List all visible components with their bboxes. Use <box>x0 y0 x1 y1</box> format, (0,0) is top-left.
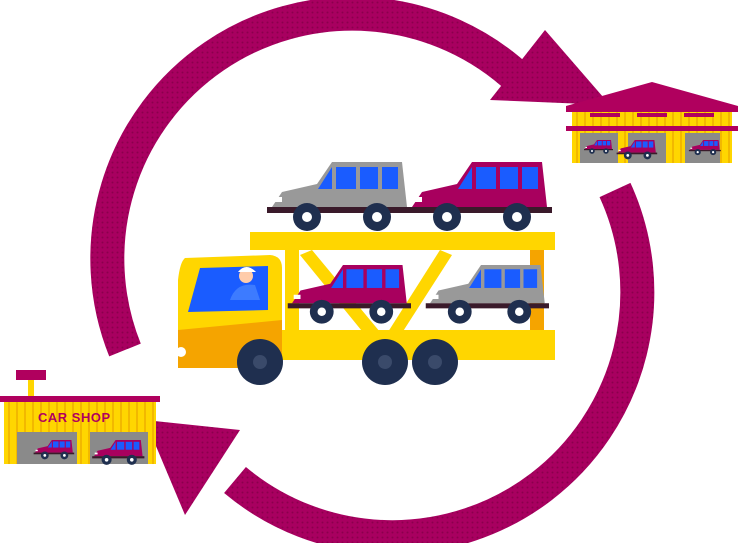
warehouse-icon <box>566 82 738 163</box>
car-shop-sign: CAR SHOP <box>38 410 111 425</box>
car-magenta-top <box>407 162 552 231</box>
truck-wheel <box>412 339 458 385</box>
car-gray-bottom <box>425 265 549 324</box>
cycle-arrow-top <box>90 0 610 357</box>
cycle-arrow-bottom <box>145 182 655 543</box>
car-shop-building: CAR SHOP <box>0 370 160 465</box>
car-carrier-truck <box>176 232 555 385</box>
car-gray-top <box>267 162 412 231</box>
truck-wheel <box>362 339 408 385</box>
driver-icon <box>239 269 253 283</box>
truck-wheel <box>237 339 283 385</box>
